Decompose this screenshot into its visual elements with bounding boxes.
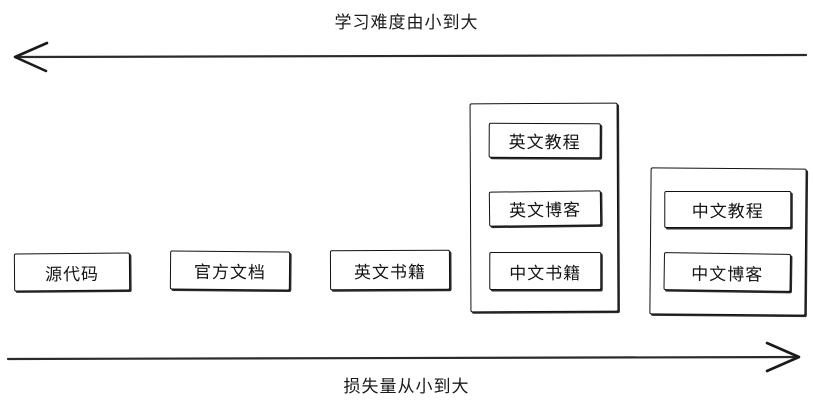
node-english-books[interactable]: 英文书籍 (329, 249, 451, 291)
node-chinese-books[interactable]: 中文书籍 (489, 251, 602, 291)
node-english-tutorial[interactable]: 英文教程 (488, 122, 601, 159)
group-right: 中文教程 中文博客 (649, 167, 807, 316)
node-label: 官方文档 (193, 262, 267, 283)
node-label: 源代码 (44, 264, 100, 284)
node-source-code[interactable]: 源代码 (13, 252, 131, 292)
group-middle: 英文教程 英文博客 中文书籍 (469, 102, 619, 313)
node-label: 中文教程 (691, 201, 764, 222)
node-english-blog[interactable]: 英文博客 (488, 190, 602, 227)
node-label: 英文教程 (508, 132, 581, 153)
node-label: 英文博客 (508, 200, 582, 221)
bottom-axis-arrow (6, 341, 801, 373)
node-label: 中文书籍 (509, 263, 582, 283)
node-chinese-blog[interactable]: 中文博客 (663, 252, 791, 292)
node-official-docs[interactable]: 官方文档 (169, 250, 291, 291)
node-label: 中文博客 (691, 263, 764, 284)
node-label: 英文书籍 (353, 262, 427, 282)
top-axis-label: 学习难度由小到大 (334, 13, 479, 32)
node-chinese-tutorial[interactable]: 中文教程 (664, 190, 792, 229)
bottom-axis-label: 损失量从小到大 (343, 377, 470, 396)
top-axis-arrow (13, 41, 808, 73)
